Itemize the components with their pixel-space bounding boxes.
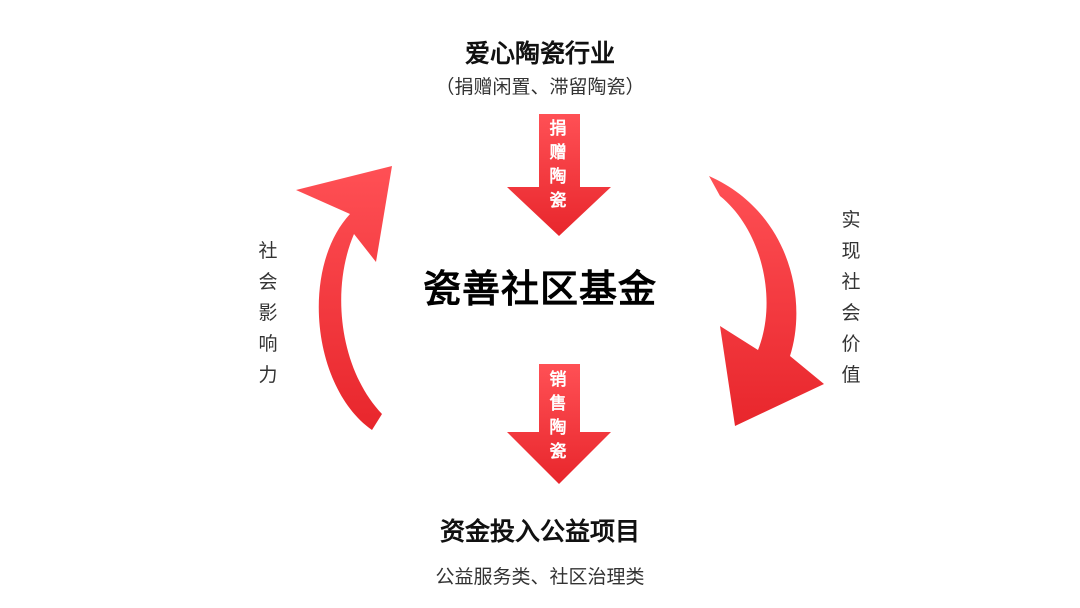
center-node-title: 瓷善社区基金: [422, 267, 657, 311]
right-curve-label: 实现社会价值: [841, 209, 861, 386]
top-node-title: 爱心陶瓷行业: [464, 39, 615, 68]
bottom-node-subtitle: 公益服务类、社区治理类: [435, 566, 645, 588]
right-curved-arrow: [709, 176, 824, 426]
sell-arrow-label: 销售陶瓷: [549, 370, 567, 462]
bottom-node-title: 资金投入公益项目: [439, 517, 640, 546]
left-curve-label: 社会影响力: [258, 240, 278, 386]
donate-arrow-label: 捐赠陶瓷: [549, 119, 567, 211]
donate-down-arrow: [507, 114, 611, 236]
left-curved-arrow: [296, 166, 392, 430]
top-node-subtitle: （捐赠闲置、滞留陶瓷）: [435, 76, 645, 98]
sell-down-arrow: [507, 364, 611, 484]
